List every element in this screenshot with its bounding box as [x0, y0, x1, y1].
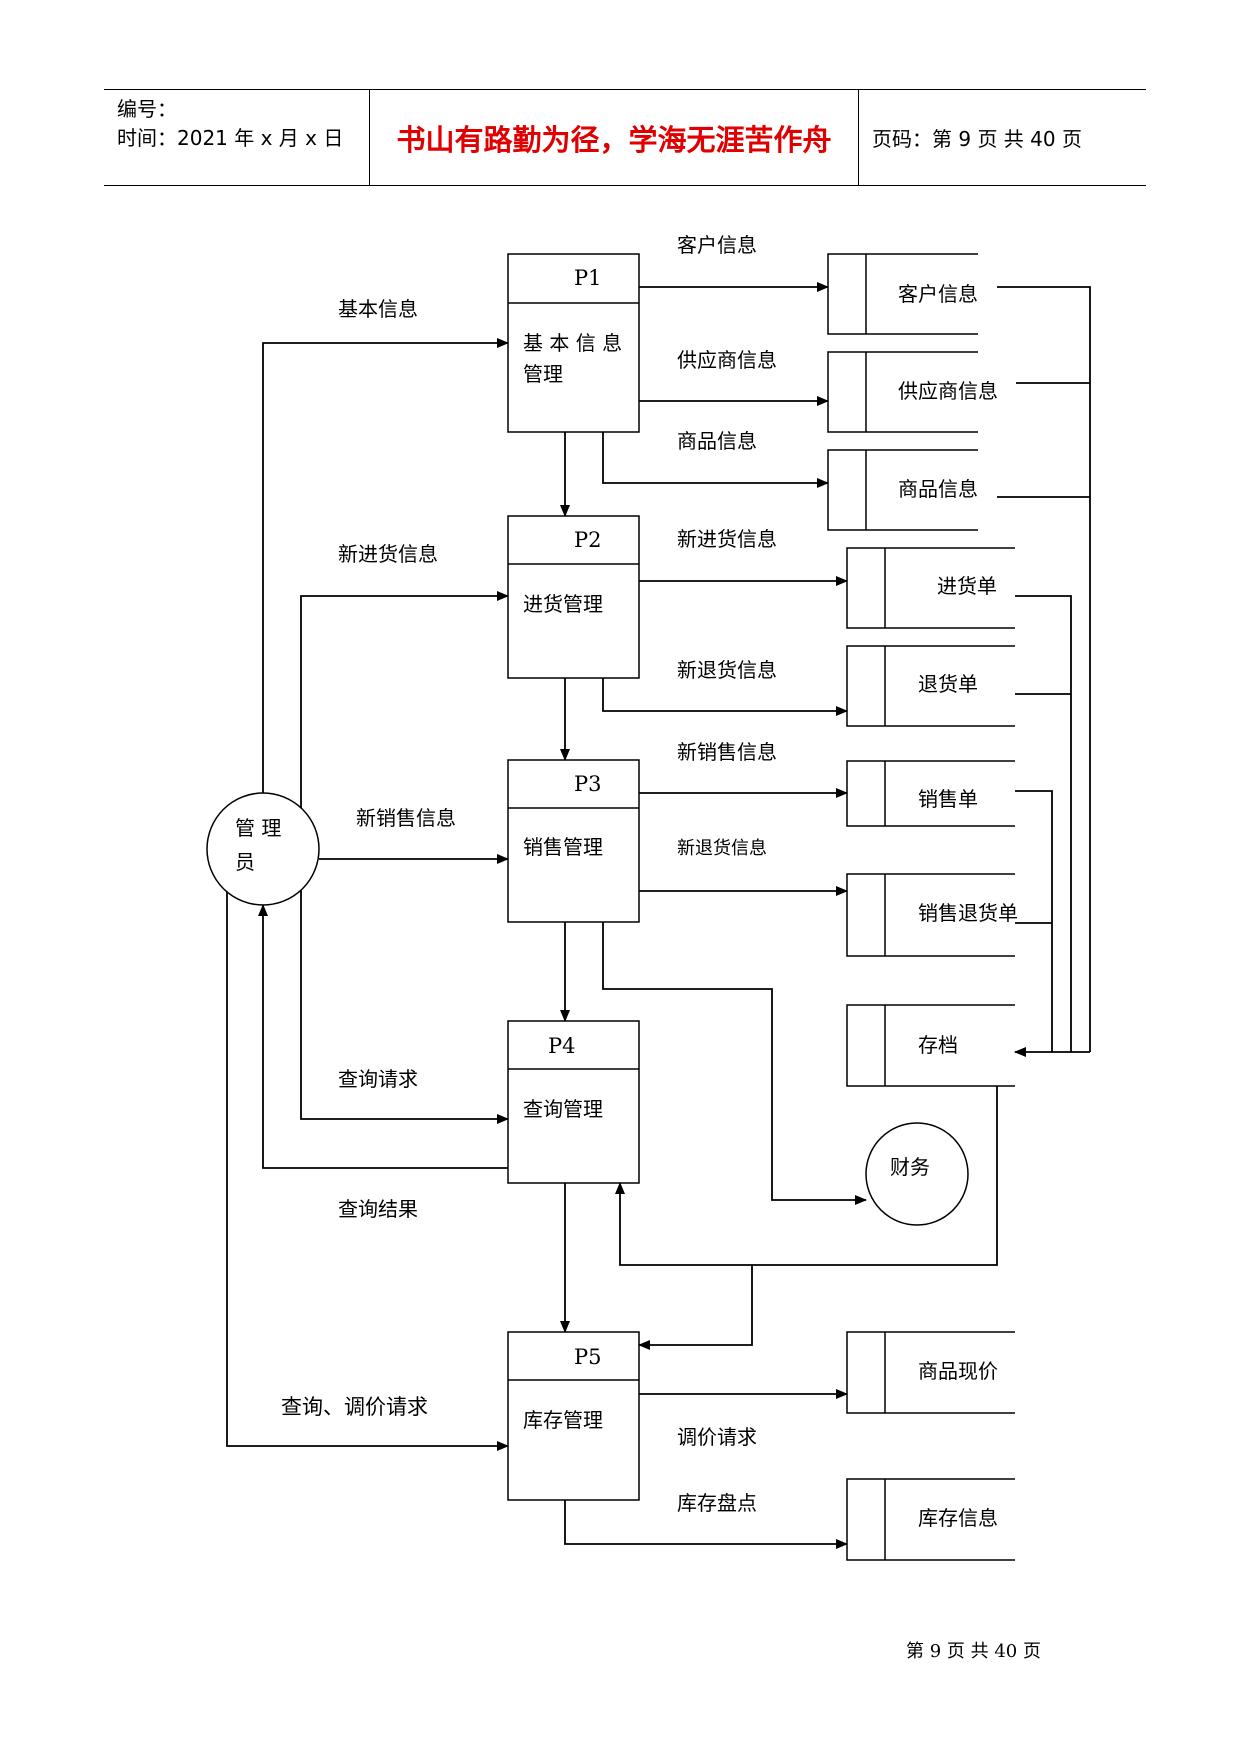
process-p2-name: 进货管理 [523, 592, 603, 616]
store-customer-label: 客户信息 [898, 282, 978, 306]
finance-entity-circle [865, 1122, 969, 1226]
flow-basic-info [262, 338, 509, 793]
admin-label-line1: 管 理 [235, 816, 282, 840]
flow-label-query-request: 查询请求 [338, 1067, 418, 1091]
flow-new-purchase-in [300, 591, 509, 808]
store-supplier [827, 351, 978, 433]
flow-query-result [258, 904, 508, 1169]
diagram-connector [1015, 790, 1053, 1052]
process-p1-id: P1 [574, 266, 602, 290]
flow-label-customer-info: 客户信息 [677, 233, 757, 257]
flow-label-goods-info: 商品信息 [677, 429, 757, 453]
process-p5-name: 库存管理 [523, 1408, 603, 1432]
process-p3-box [507, 759, 640, 923]
process-p3-id: P3 [574, 772, 602, 796]
flow-label-new-return-info: 新退货信息 [677, 658, 777, 682]
time-label: 时间：2021 年 x 月 x 日 [117, 126, 344, 150]
flow-label-stock-check: 库存盘点 [677, 1491, 757, 1515]
store-supplier-label: 供应商信息 [898, 379, 998, 403]
process-p4-name: 查询管理 [523, 1097, 603, 1121]
admin-label-line2: 员 [235, 850, 255, 874]
header-meta: 编号： 时间：2021 年 x 月 x 日 [104, 90, 369, 185]
finance-label: 财务 [890, 1155, 930, 1179]
process-p5-box [507, 1331, 640, 1501]
diagram-connector [1015, 595, 1072, 1052]
process-p1-name-line1: 基 本 信 息 [523, 331, 623, 355]
flow-p3-finance [602, 922, 867, 1205]
store-return-order [846, 645, 1015, 727]
store-sales-return-order [846, 873, 1015, 957]
store-stock-info [846, 1478, 1015, 1561]
store-stock-info-label: 库存信息 [918, 1506, 998, 1530]
flow-label-new-sales-in: 新销售信息 [356, 806, 456, 830]
store-goods-label: 商品信息 [898, 477, 978, 501]
flow-new-return-info [602, 678, 848, 716]
store-sales-order-label: 销售单 [918, 787, 978, 811]
process-p3-name: 销售管理 [523, 835, 603, 859]
process-p4-id: P4 [548, 1034, 576, 1058]
flow-collector-customer [997, 286, 1091, 1052]
store-customer [827, 253, 978, 335]
number-label: 编号： [117, 97, 177, 121]
admin-entity-circle [206, 792, 320, 906]
process-p4-box [507, 1020, 640, 1184]
flow-archive-p5 [638, 1265, 753, 1350]
flow-stock-check [564, 1500, 848, 1549]
page-header: 编号： 时间：2021 年 x 月 x 日 书山有路勤为径，学海无涯苦作舟 页码… [104, 89, 1146, 186]
flow-label-price-request: 调价请求 [677, 1425, 757, 1449]
flow-archive-p4 [615, 1086, 998, 1266]
header-motto: 书山有路勤为径，学海无涯苦作舟 [369, 90, 859, 185]
flow-label-new-purchase-info: 新进货信息 [677, 527, 777, 551]
store-current-price-label: 商品现价 [918, 1359, 998, 1383]
flow-label-new-purchase-in: 新进货信息 [338, 542, 438, 566]
header-page-info: 页码：第 9 页 共 40 页 [872, 127, 1082, 151]
flow-label-new-sales-return-info: 新退货信息 [677, 838, 767, 859]
flow-label-basic-info: 基本信息 [338, 297, 418, 321]
flow-query-price-request [226, 892, 509, 1451]
store-purchase-order [846, 547, 1015, 629]
flow-label-query-result: 查询结果 [338, 1197, 418, 1221]
flow-label-new-sales-info: 新销售信息 [677, 740, 777, 764]
process-p1-name-line2: 管理 [523, 362, 563, 386]
flow-label-supplier-info: 供应商信息 [677, 348, 777, 372]
flow-label-query-price-request: 查询、调价请求 [281, 1395, 428, 1419]
flow-goods-info [602, 432, 829, 488]
store-purchase-order-label: 进货单 [937, 574, 997, 598]
store-sales-return-order-label: 销售退货单 [918, 901, 1018, 925]
flow-query-request [300, 890, 509, 1124]
store-archive-label: 存档 [918, 1033, 958, 1057]
process-p5-id: P5 [574, 1345, 602, 1369]
page-footer: 第 9 页 共 40 页 [906, 1641, 1041, 1662]
store-current-price [846, 1331, 1015, 1414]
process-p2-id: P2 [574, 528, 602, 552]
store-goods [827, 449, 978, 531]
store-archive [846, 1004, 1015, 1087]
store-return-order-label: 退货单 [918, 672, 978, 696]
